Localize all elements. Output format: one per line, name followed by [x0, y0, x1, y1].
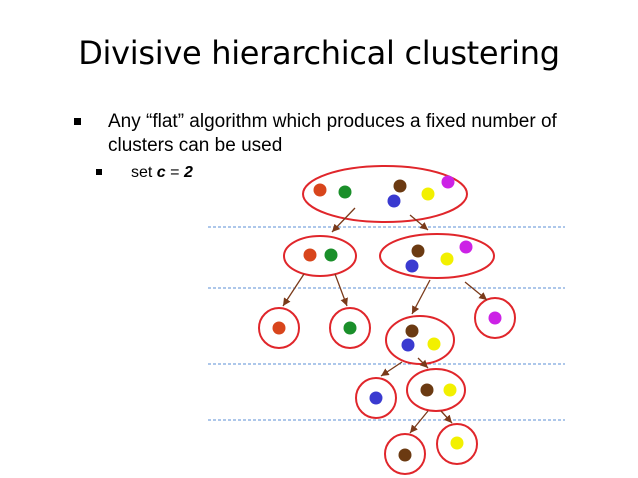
split-arrow — [282, 273, 305, 307]
point-yellow — [427, 337, 441, 351]
split-arrow — [417, 357, 429, 369]
point-brown — [393, 179, 407, 193]
point-brown — [405, 324, 419, 338]
cluster-brown-leaf-outline — [384, 433, 426, 475]
point-red — [303, 248, 317, 262]
point-yellow — [440, 252, 454, 266]
split-arrow — [440, 410, 453, 424]
point-green — [343, 321, 357, 335]
split-arrow — [464, 281, 488, 301]
point-yellow — [421, 187, 435, 201]
cluster-yellow-leaf-outline — [436, 423, 478, 465]
point-green — [338, 185, 352, 199]
point-blue — [387, 194, 401, 208]
sub-bullet-square-icon — [96, 169, 102, 175]
split-arrow — [380, 361, 403, 377]
point-yellow — [450, 436, 464, 450]
point-red — [272, 321, 286, 335]
point-brown — [420, 383, 434, 397]
cluster-right-outline — [379, 233, 495, 279]
sub-bullet-text: set c = 2 — [131, 164, 193, 181]
cluster-root-outline — [302, 165, 468, 223]
cluster-red-outline — [258, 307, 300, 349]
value-2: 2 — [183, 164, 193, 181]
cluster-magenta-outline — [474, 297, 516, 339]
cluster-green-outline — [329, 307, 371, 349]
point-blue — [405, 259, 419, 273]
point-brown — [411, 244, 425, 258]
point-green — [324, 248, 338, 262]
cluster-brown-yellow-outline — [406, 368, 466, 412]
point-magenta — [459, 240, 473, 254]
split-arrow — [411, 279, 431, 315]
cluster-red-green-outline — [283, 235, 357, 277]
point-magenta — [441, 175, 455, 189]
split-arrow — [334, 273, 348, 307]
point-blue — [369, 391, 383, 405]
slide-title: Divisive hierarchical clustering — [78, 34, 560, 72]
split-arrow — [409, 410, 429, 434]
point-yellow — [443, 383, 457, 397]
bullet-square-icon — [74, 118, 81, 125]
point-brown — [398, 448, 412, 462]
cluster-brown-blue-yellow-outline — [385, 315, 455, 365]
point-red — [313, 183, 327, 197]
split-arrow — [331, 207, 356, 233]
bullet-text: Any “flat” algorithm which produces a fi… — [108, 111, 557, 156]
variable-c: c — [156, 164, 166, 181]
point-magenta — [488, 311, 502, 325]
level-separators — [208, 226, 565, 421]
cluster-blue-outline — [355, 377, 397, 419]
point-blue — [401, 338, 415, 352]
split-arrow — [409, 214, 429, 231]
